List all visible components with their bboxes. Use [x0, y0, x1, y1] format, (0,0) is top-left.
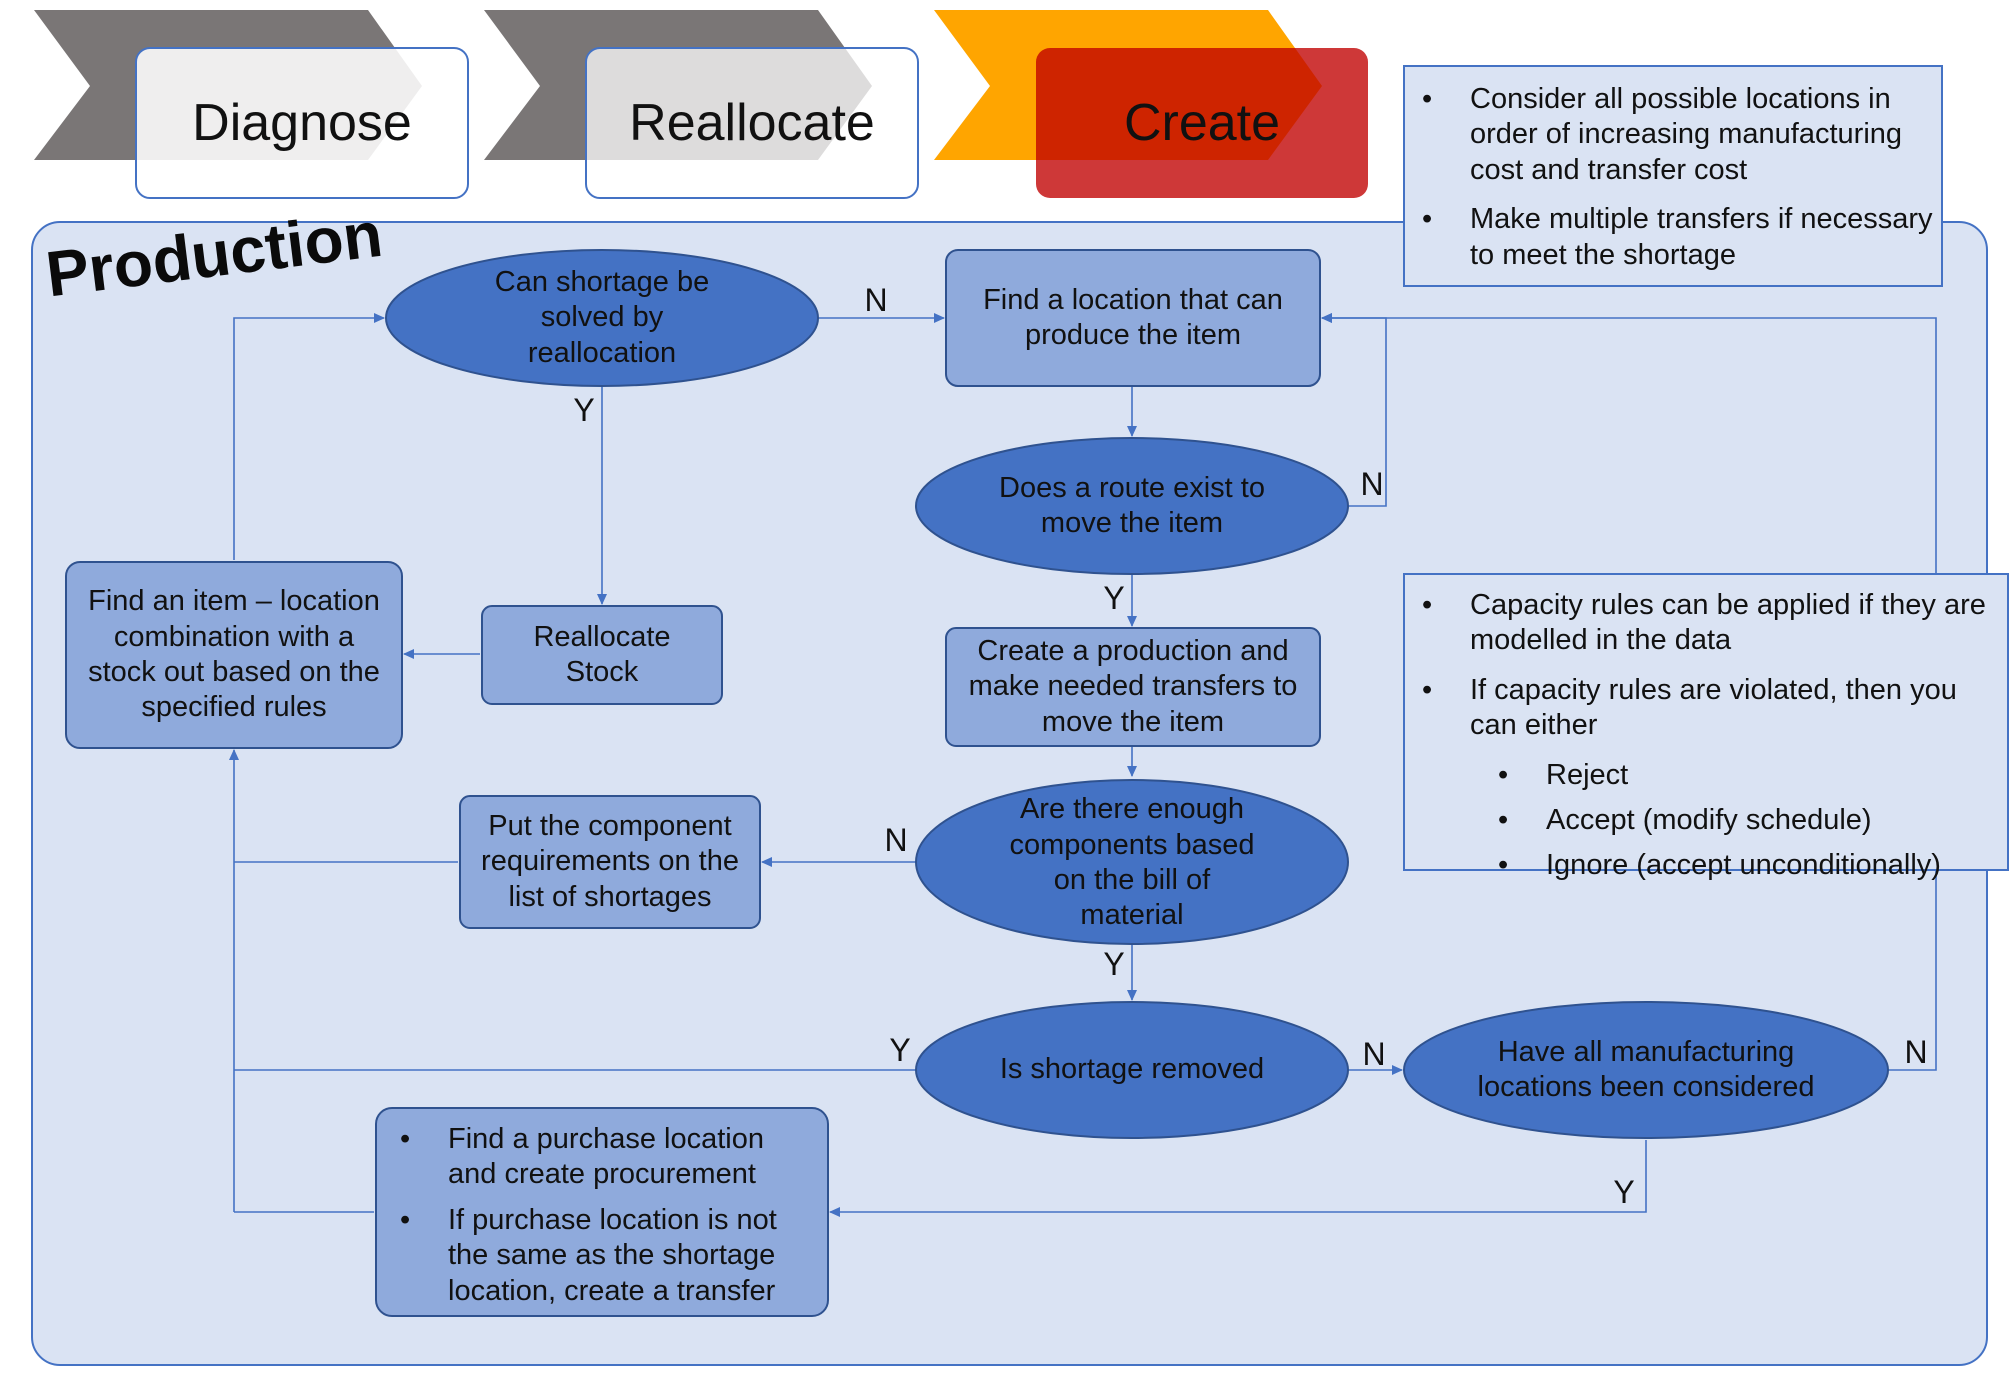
note-top-bullet-2: Make multiple transfers if necessary to … — [1406, 202, 1940, 273]
edge-label-n-removed: N — [1362, 1035, 1386, 1072]
edge-label-y-all: Y — [1613, 1173, 1635, 1210]
label-enough-components: Are there enough components based on the… — [1009, 793, 1255, 932]
stage-box-create — [1036, 48, 1368, 198]
edge-label-n-enough: N — [884, 821, 908, 858]
node-put-component — [459, 795, 761, 929]
node-shortage-removed — [915, 1001, 1349, 1139]
purchase-bullet-1: Find a purchase location and create proc… — [378, 1122, 818, 1193]
label-can-shortage: Can shortage be solved by reallocation — [494, 265, 710, 369]
edge-label-y-route: Y — [1103, 579, 1125, 616]
label-find-location: Find a location that can produce the ite… — [983, 283, 1283, 351]
node-all-locations — [1403, 1001, 1889, 1139]
label-find-item: Find an item – location combination with… — [88, 585, 380, 724]
edge-label-n-route: N — [1360, 465, 1384, 502]
label-create-production: Create a production and make needed tran… — [968, 634, 1298, 738]
node-route-exist — [915, 437, 1349, 575]
label-shortage-removed: Is shortage removed — [999, 1053, 1265, 1086]
note-capacity-sub-2: Accept (modify schedule) — [1406, 803, 2006, 839]
stage-label-reallocate: Reallocate — [629, 94, 875, 152]
purchase-bullet-2: If purchase location is not the same as … — [378, 1203, 818, 1309]
stage-box-reallocate — [585, 47, 919, 199]
label-put-component: Put the component requirements on the li… — [481, 809, 739, 913]
note-capacity: Capacity rules can be applied if they ar… — [1406, 588, 2006, 894]
note-capacity-bullet-1: Capacity rules can be applied if they ar… — [1406, 588, 2006, 659]
edge-label-y-enough: Y — [1103, 945, 1125, 982]
note-capacity-sub-3: Ignore (accept unconditionally) — [1406, 848, 2006, 884]
edge-all-y-purchase — [829, 1140, 1647, 1217]
node-create-production — [945, 627, 1321, 747]
edge-label-y-removed: Y — [889, 1031, 911, 1068]
edge-finditem-to-can — [233, 313, 385, 560]
node-enough-components — [915, 779, 1349, 945]
label-route-exist: Does a route exist to move the item — [999, 471, 1265, 539]
node-can-shortage — [385, 249, 819, 387]
stage-label-create: Create — [1123, 94, 1281, 152]
node-reallocate-stock — [481, 605, 723, 705]
node-find-item — [65, 561, 403, 749]
label-all-locations: Have all manufacturing locations been co… — [1477, 1035, 1815, 1103]
note-capacity-bullet-2: If capacity rules are violated, then you… — [1406, 673, 2006, 744]
edge-label-n-can: N — [864, 281, 888, 318]
stage-label-diagnose: Diagnose — [192, 94, 412, 152]
edge-label-n-all: N — [1904, 1033, 1928, 1070]
note-top: Consider all possible locations in order… — [1406, 82, 1940, 287]
node-find-location — [945, 249, 1321, 387]
note-capacity-sub-1: Reject — [1406, 758, 2006, 794]
note-top-bullet-1: Consider all possible locations in order… — [1406, 82, 1940, 188]
label-reallocate-stock: Reallocate Stock — [533, 620, 671, 688]
label-purchase: Find a purchase location and create proc… — [378, 1122, 818, 1319]
edge-label-y-can: Y — [573, 391, 595, 428]
stage-box-diagnose — [135, 47, 469, 199]
